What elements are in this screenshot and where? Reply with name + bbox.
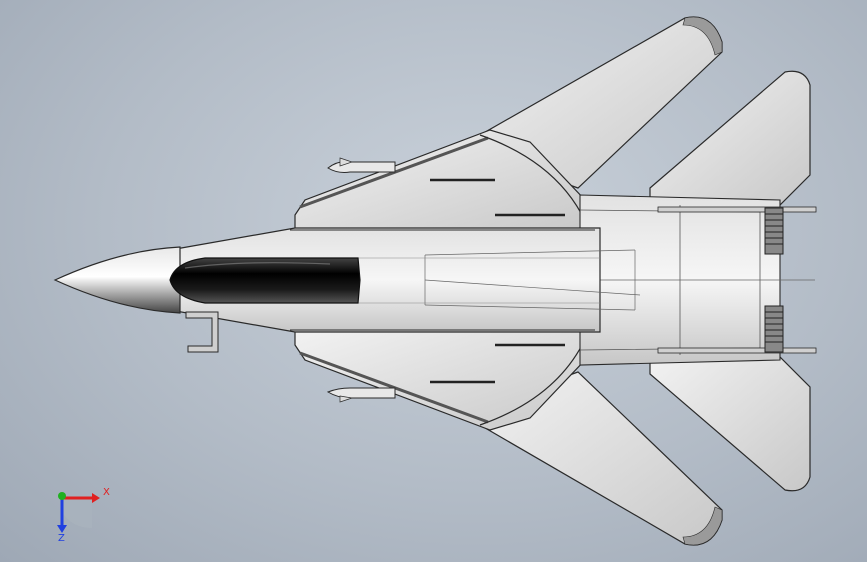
lower-stabilizer [649, 356, 811, 492]
upper-missile [327, 157, 396, 173]
coordinate-triad [57, 492, 100, 533]
upper-stabilizer [649, 70, 811, 206]
lower-exhaust [764, 305, 784, 353]
nose-cone [53, 246, 181, 314]
canopy [169, 257, 361, 304]
lower-rail [657, 347, 817, 354]
lower-missile [326, 387, 396, 403]
upper-exhaust [764, 207, 784, 255]
x-axis-label: X [103, 487, 110, 498]
z-axis-label: Z [58, 533, 65, 544]
y-axis-dot [58, 492, 66, 500]
upper-rail [657, 206, 817, 213]
probe-bracket [185, 311, 219, 353]
